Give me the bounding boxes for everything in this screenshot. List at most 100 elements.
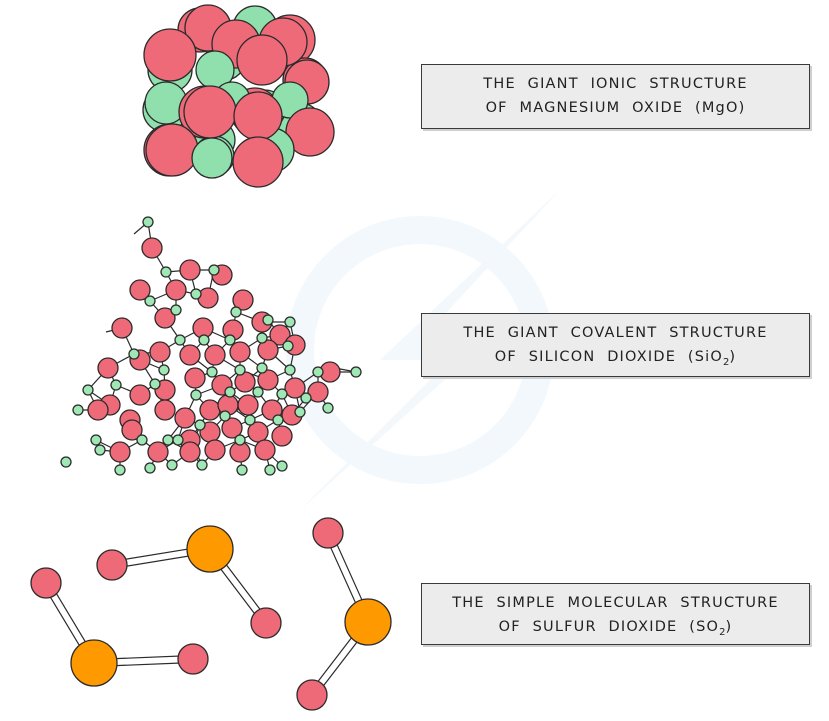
oxygen-atom [237,394,259,416]
silicon-atom [144,295,156,307]
oxygen-atom [204,439,226,461]
oxygen-atom [111,317,133,339]
silicon-atom [190,389,202,401]
oxygen-atom [254,439,276,461]
silicon-atom [72,404,84,416]
silicon-atom [82,384,94,396]
oxygen-atom [165,279,187,301]
silicon-atom [198,334,210,346]
oxygen-atom [229,341,251,363]
oxygen-atom [177,643,209,675]
oxygen-atom [312,517,344,549]
oxygen-atom [204,344,226,366]
oxygen-atom [179,441,201,463]
sio2-atoms [60,216,362,476]
oxygen-atom [129,384,151,406]
silicon-atom [276,460,288,472]
simple-molecular-structure-label: THE SIMPLE MOLECULAR STRUCTURE OF SULFUR… [421,583,810,645]
silicon-atom [272,414,284,426]
so2-molecule [296,517,392,711]
silicon-atom [166,459,178,471]
silicon-atom [162,434,174,446]
magnesium-ion [191,137,233,179]
oxide-ion [232,136,284,188]
silicon-atom [300,392,312,404]
oxide-ion [233,91,283,141]
silicon-atom [94,444,106,456]
oxygen-atom [184,367,206,389]
silicon-atom [194,419,206,431]
oxygen-atom [179,259,201,281]
silicon-atom [284,364,296,376]
oxygen-atom [154,307,176,329]
simple-label-line2: OF SULFUR DIOXIDE (SO2) [422,615,809,645]
silicon-atom [276,388,288,400]
oxygen-atom [87,399,109,421]
ionic-label-line2: OF MAGNESIUM OXIDE (MgO) [485,100,746,116]
covalent-label-subscript: 2 [722,356,730,368]
oxygen-atom [179,344,201,366]
oxygen-atom [109,441,131,463]
oxygen-atom [284,377,306,399]
silicon-atom [158,364,170,376]
silicon-atom [128,348,140,360]
magnesium-oxide-lattice [142,4,335,188]
silicon-atom [208,264,220,276]
sulfur-atom [186,525,234,573]
oxygen-atom [154,399,176,421]
silicon-atom [190,288,202,300]
oxide-ion [285,107,335,157]
simple-label-line2-text: OF SULFUR DIOXIDE (SO [498,619,720,635]
so2-molecule [96,525,282,639]
simple-label-close: ) [725,619,733,635]
silicon-atom [244,414,256,426]
sulfur-dioxide-molecules [30,517,392,711]
covalent-label-line2: OF SILICON DIOXIDE (SiO2) [422,345,809,375]
silicon-atom [234,434,246,446]
silicon-atom [256,362,268,374]
oxygen-atom [141,237,163,259]
silicon-atom [172,434,184,446]
silicon-atom [149,378,161,390]
silicon-atom [110,379,122,391]
simple-label-line1: THE SIMPLE MOLECULAR STRUCTURE [452,595,779,611]
oxygen-atom [269,324,291,346]
oxygen-atom [250,607,282,639]
oxide-ion [183,85,237,139]
covalent-label-line2-text: OF SILICON DIOXIDE (SiO [494,349,723,365]
silicon-atom [234,364,246,376]
silicon-atom [90,434,102,446]
silicon-atom [256,332,268,344]
silicon-atom [264,464,276,476]
oxygen-atom [121,419,143,441]
silicon-atom [284,316,296,328]
silicon-atom [206,366,218,378]
silicon-atom [230,306,242,318]
oxygen-atom [96,549,128,581]
silicon-atom [312,366,324,378]
silicon-atom [196,459,208,471]
ionic-structure-label: THE GIANT IONIC STRUCTURE OF MAGNESIUM O… [421,64,810,129]
silicon-atom [262,314,274,326]
oxide-ion [236,34,288,86]
silicon-atom [224,386,236,398]
sulfur-atom [70,639,118,687]
silicon-atom [294,406,306,418]
oxygen-atom [296,679,328,711]
silicon-atom [142,216,154,228]
silicon-atom [236,464,248,476]
oxygen-atom [147,441,169,463]
so2-molecule [30,567,209,687]
oxide-ion [143,28,197,82]
oxygen-atom [232,289,254,311]
silicon-atom [174,334,186,346]
covalent-structure-label: THE GIANT COVALENT STRUCTURE OF SILICON … [421,313,810,377]
silicon-atom [114,464,126,476]
oxygen-atom [257,339,279,361]
silicon-atom [224,334,236,346]
oxide-ion [145,123,199,177]
oxygen-atom [257,369,279,391]
sulfur-atom [344,598,392,646]
silicon-atom [350,366,362,378]
